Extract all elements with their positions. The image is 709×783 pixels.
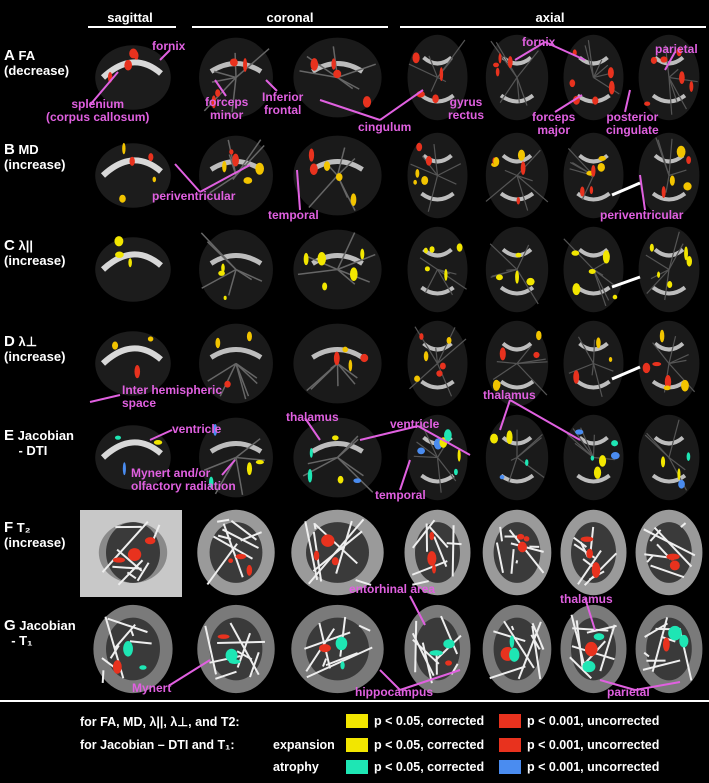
brain-slice: [564, 321, 624, 407]
annotation-cingulum: cingulum: [358, 121, 411, 134]
legend-dti-label: for FA, MD, λ||, λ⊥, and T2:: [80, 714, 240, 729]
legend-swatch-red-exp: [499, 738, 521, 752]
legend-expansion: expansion: [273, 738, 335, 752]
annotation-thalamus: thalamus: [286, 411, 339, 424]
legend-corrected-atr: p < 0.05, corrected: [374, 760, 484, 774]
anatomical-slice: [636, 510, 703, 596]
legend-corrected-exp: p < 0.05, corrected: [374, 738, 484, 752]
annotation-thalamus-t1: thalamus: [560, 593, 613, 606]
brain-slice: [639, 227, 700, 313]
annotation-entorhinal: entorhinal area: [349, 583, 435, 596]
annotation-mynert: Mynert: [132, 682, 171, 695]
anatomical-slice: [483, 605, 552, 693]
annotation-posterior-cingulate: posterior cingulate: [606, 111, 659, 137]
legend-corrected: p < 0.05, corrected: [374, 714, 484, 728]
annotation-forceps-major: forceps major: [532, 111, 575, 137]
brain-slice: [564, 35, 624, 121]
anatomical-slice: [93, 605, 172, 693]
brain-slice: [564, 133, 624, 219]
annotation-arrow: [400, 460, 410, 490]
anatomical-slice: [483, 510, 552, 596]
legend-swatch-red: [499, 714, 521, 728]
anatomical-slice: [561, 605, 627, 693]
annotation-arrow: [175, 164, 200, 192]
annotation-arrow: [90, 395, 120, 402]
brain-slice: [408, 133, 468, 219]
legend-uncorrected-atr: p < 0.001, uncorrected: [527, 760, 659, 774]
brain-slice: [199, 230, 273, 310]
legend-jacobian-label: for Jacobian – DTI and T₁:: [80, 738, 235, 752]
annotation-hippocampus: hippocampus: [355, 686, 433, 699]
brain-slice: [408, 321, 468, 407]
annotation-mynert-olfactory: Mynert and/or olfactory radiation: [131, 467, 236, 493]
anatomical-slice: [636, 605, 703, 693]
annotation-temporal-jacobian: temporal: [375, 489, 426, 502]
brain-slice: [486, 415, 548, 501]
annotation-parietal: parietal: [655, 43, 698, 56]
anatomical-slice: [197, 605, 274, 693]
brain-slice: [408, 227, 468, 313]
brain-slice: [639, 321, 700, 407]
legend-atrophy: atrophy: [273, 760, 319, 774]
annotation-temporal: temporal: [268, 209, 319, 222]
legend-swatch-yellow: [346, 714, 368, 728]
anatomical-slice: [561, 510, 627, 596]
annotation-ventricle: ventricle: [172, 423, 221, 436]
annotation-forceps-minor: forceps minor: [205, 96, 248, 122]
annotation-splenium: splenium (corpus callosum): [46, 98, 149, 124]
brain-slice: [293, 136, 381, 216]
brain-slice: [639, 133, 700, 219]
legend-swatch-cyan: [346, 760, 368, 774]
anatomical-slice: [291, 605, 383, 693]
annotation-ventricle-axial: ventricle: [390, 418, 439, 431]
annotation-inter-hemispheric: Inter hemispheric space: [122, 384, 222, 410]
legend-swatch-yellow-exp: [346, 738, 368, 752]
brain-slice: [639, 415, 700, 501]
annotation-thalamus-axial: thalamus: [483, 389, 536, 402]
annotation-gyrus-rectus: gyrus rectus: [448, 96, 484, 122]
brain-slice: [293, 324, 381, 404]
legend-uncorrected: p < 0.001, uncorrected: [527, 714, 659, 728]
brain-slice: [486, 227, 548, 313]
annotation-fornix: fornix: [152, 40, 185, 53]
annotation-arrow: [625, 90, 630, 112]
annotation-periventricular-axial: periventricular: [600, 209, 683, 222]
legend-swatch-blue: [499, 760, 521, 774]
brain-slice: [564, 227, 624, 313]
brain-slice: [95, 236, 171, 302]
annotation-inferior-frontal: Inferior frontal: [262, 91, 303, 117]
anatomical-slice: [80, 510, 182, 597]
brain-slice: [564, 415, 624, 501]
brain-slice: [486, 133, 548, 219]
annotation-fornix-axial: fornix: [522, 36, 555, 49]
anatomical-slice: [405, 605, 471, 693]
brain-slice: [293, 418, 381, 498]
annotation-parietal-t1: parietal: [607, 686, 650, 699]
annotation-periventricular: periventricular: [152, 190, 235, 203]
legend-uncorrected-exp: p < 0.001, uncorrected: [527, 738, 659, 752]
anatomical-slice: [197, 510, 274, 596]
legend: for FA, MD, λ||, λ⊥, and T2: p < 0.05, c…: [0, 700, 709, 783]
brain-slice: [199, 136, 273, 216]
brain-slice: [293, 230, 381, 310]
